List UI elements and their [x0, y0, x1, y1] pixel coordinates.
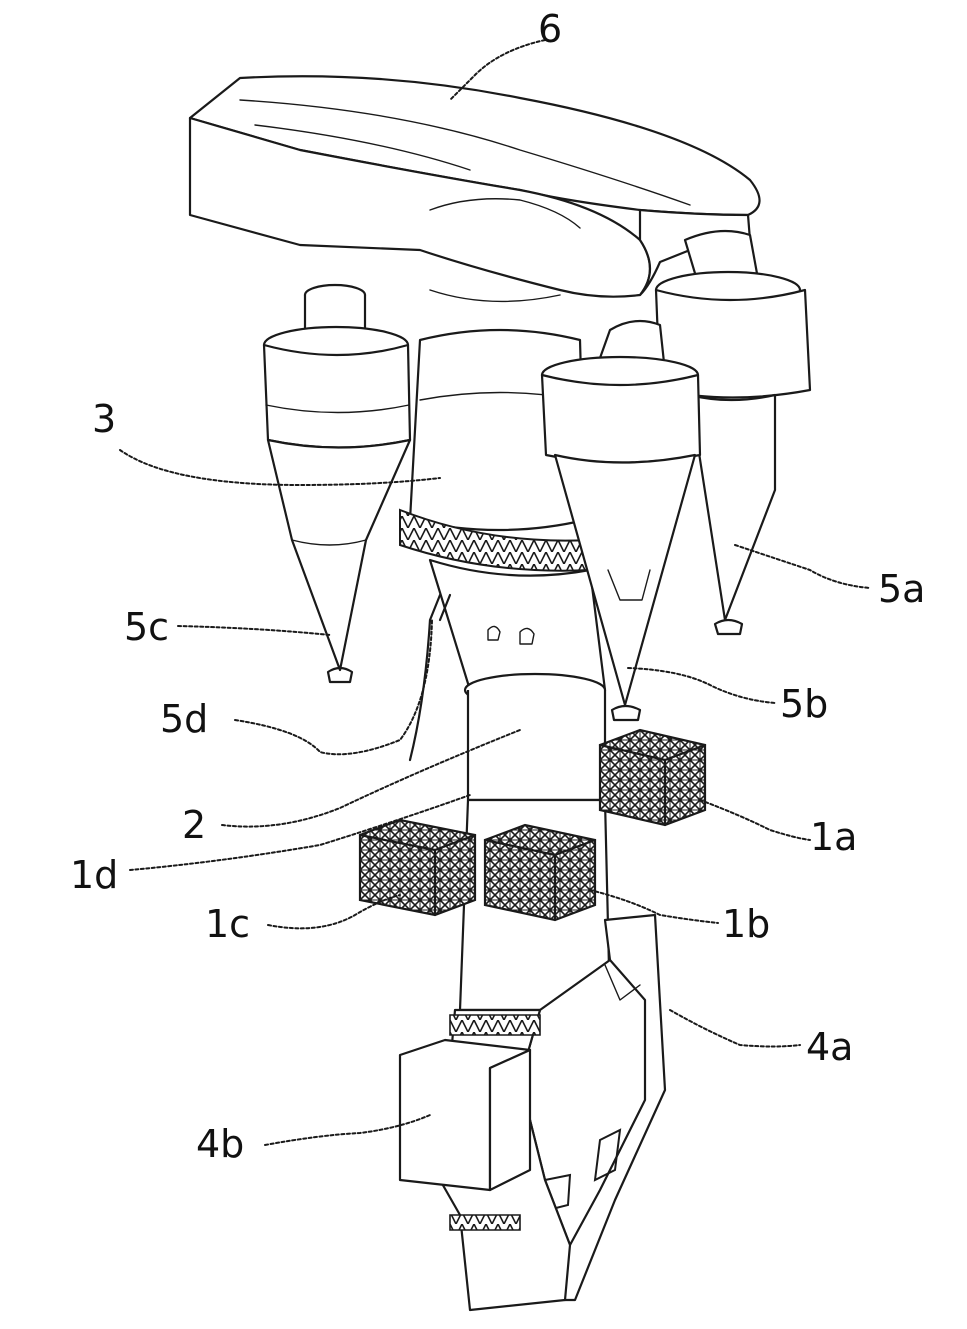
label-4b: 4b	[196, 1122, 244, 1166]
label-5b: 5b	[780, 682, 828, 726]
label-5a: 5a	[878, 567, 925, 611]
label-3: 3	[92, 397, 116, 441]
label-1b: 1b	[722, 902, 770, 946]
unit-1a	[600, 730, 705, 825]
label-5c: 5c	[124, 605, 169, 649]
label-1a: 1a	[810, 815, 857, 859]
top-duct	[190, 76, 760, 296]
unit-1c	[360, 820, 475, 915]
label-5d: 5d	[160, 697, 208, 741]
label-4a: 4a	[806, 1025, 853, 1069]
label-6: 6	[538, 7, 562, 51]
leader-5b	[628, 668, 775, 703]
label-2: 2	[182, 803, 206, 847]
leader-5c	[178, 626, 330, 635]
hopper-4b	[400, 1040, 530, 1190]
leader-4a	[670, 1010, 800, 1047]
cyclone-5c	[264, 285, 410, 682]
leader-5a	[735, 545, 870, 588]
label-1d: 1d	[70, 853, 118, 897]
label-1c: 1c	[205, 902, 250, 946]
leader-1a	[700, 800, 810, 840]
unit-1b	[485, 825, 595, 920]
